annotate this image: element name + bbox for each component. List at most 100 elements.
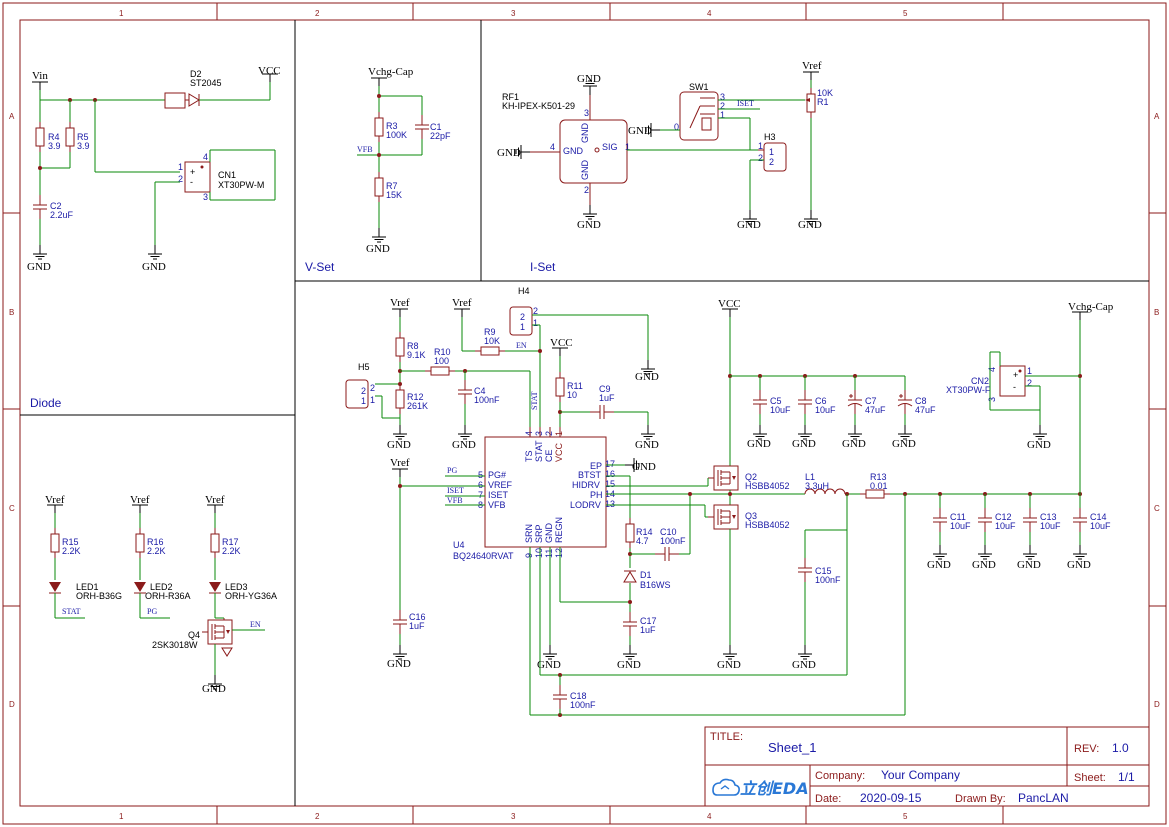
svg-text:5: 5 (478, 470, 483, 480)
section-label-diode: Diode (30, 396, 62, 410)
svg-text:LED3: LED3 (225, 582, 248, 592)
svg-text:12: 12 (554, 548, 564, 558)
svg-text:Q4: Q4 (188, 630, 200, 640)
svg-text:STAT: STAT (62, 607, 81, 616)
svg-text:3.3uH: 3.3uH (805, 481, 829, 491)
svg-text:Vref: Vref (205, 494, 225, 506)
svg-text:2: 2 (1027, 378, 1032, 388)
svg-text:GND: GND (737, 219, 761, 231)
svg-text:GND: GND (892, 438, 916, 450)
svg-text:1: 1 (533, 318, 538, 328)
row-label-a: A (9, 112, 15, 121)
svg-text:Vref: Vref (390, 457, 410, 469)
led1-branch: Vref R15 2.2K STAT LED1 ORH-B36G (45, 494, 122, 619)
svg-text:C1: C1 (430, 122, 442, 132)
svg-text:GND: GND (387, 658, 411, 670)
svg-text:SRP: SRP (534, 524, 544, 543)
svg-text:10uF: 10uF (770, 405, 791, 415)
svg-text:22pF: 22pF (430, 131, 451, 141)
svg-text:10uF: 10uF (995, 521, 1016, 531)
svg-text:Q2: Q2 (745, 472, 757, 482)
row-label-a2: A (1154, 112, 1160, 121)
sheet-value: 1/1 (1118, 770, 1135, 784)
svg-text:3: 3 (203, 192, 208, 202)
led-section: Vref R15 2.2K STAT LED1 ORH-B36G Vref R1… (45, 494, 277, 695)
led3-branch: Vref R17 2.2K LED3 ORH-YG36A EN GND Q4 2… (152, 494, 277, 695)
svg-text:100K: 100K (386, 130, 407, 140)
svg-text:11: 11 (544, 549, 554, 558)
led2-branch: Vref R16 2.2K PG LED2 ORH-R36A (130, 494, 191, 619)
svg-text:STAT: STAT (530, 391, 539, 410)
svg-text:GND: GND (747, 438, 771, 450)
svg-text:U4: U4 (453, 540, 465, 550)
cn1-value: XT30PW-M (218, 180, 264, 190)
svg-text:GND: GND (1027, 439, 1051, 451)
svg-text:C15: C15 (815, 566, 832, 576)
svg-text:L1: L1 (805, 472, 815, 482)
svg-text:C7: C7 (865, 396, 877, 406)
svg-text:2: 2 (758, 153, 763, 163)
border-column-labels: 1 2 3 4 5 1 2 3 4 5 (119, 9, 908, 821)
svg-text:GND: GND (635, 439, 659, 451)
col-label-5: 5 (903, 9, 908, 18)
svg-text:100nF: 100nF (660, 536, 686, 546)
svg-text:CE: CE (544, 449, 554, 462)
svg-text:GND: GND (617, 659, 641, 671)
r4-value: 3.9 (48, 141, 61, 151)
svg-text:C13: C13 (1040, 512, 1057, 522)
svg-text:XT30PW-F: XT30PW-F (946, 385, 991, 395)
svg-text:1uF: 1uF (599, 393, 615, 403)
svg-text:立创EDA: 立创EDA (740, 779, 809, 798)
diode-section: Vin R4 3.9 R5 3.9 C2 2.2uF GND VCC D2 ST… (27, 65, 281, 273)
svg-text:C9: C9 (599, 384, 611, 394)
svg-text:15K: 15K (386, 190, 402, 200)
svg-text:10uF: 10uF (815, 405, 836, 415)
drawn-by-label: Drawn By: (955, 793, 1006, 805)
svg-text:4: 4 (203, 152, 208, 162)
svg-text:Q3: Q3 (745, 511, 757, 521)
svg-text:C18: C18 (570, 691, 587, 701)
svg-text:3: 3 (987, 397, 997, 402)
svg-text:HSBB4052: HSBB4052 (745, 481, 790, 491)
svg-text:6: 6 (478, 480, 483, 490)
svg-text:GND: GND (1067, 559, 1091, 571)
svg-text:17: 17 (605, 459, 615, 469)
svg-text:-: - (1013, 382, 1016, 392)
drawn-by-value: PancLAN (1018, 791, 1069, 805)
svg-text:1: 1 (769, 147, 774, 157)
svg-text:GND: GND (632, 461, 656, 473)
border-column-ticks (3, 3, 1166, 824)
svg-text:C5: C5 (770, 396, 782, 406)
r5-value: 3.9 (77, 141, 90, 151)
svg-text:C11: C11 (950, 512, 966, 522)
svg-text:100nF: 100nF (815, 575, 841, 585)
svg-text:2.2K: 2.2K (147, 546, 166, 556)
svg-text:100nF: 100nF (570, 700, 596, 710)
r5-ref: R5 (77, 132, 89, 142)
svg-text:10K: 10K (484, 336, 500, 346)
col-label-2: 2 (315, 9, 320, 18)
svg-text:PH: PH (590, 490, 603, 500)
title-value: Sheet_1 (768, 740, 816, 755)
svg-text:10uF: 10uF (950, 521, 971, 531)
svg-text:10: 10 (567, 390, 577, 400)
row-label-c: C (9, 504, 15, 513)
cn1-ref: CN1 (218, 170, 236, 180)
svg-text:2: 2 (178, 174, 183, 184)
charger-section: U4 BQ24640RVAT PG# VREF ISET VFB 5 6 7 8… (345, 286, 1114, 717)
svg-text:EP: EP (590, 461, 602, 471)
svg-text:261K: 261K (407, 401, 428, 411)
svg-text:2: 2 (533, 306, 538, 316)
iset-section: RF1 KH-IPEX-K501-29 GND SIG GND GND 3 2 … (497, 60, 833, 231)
svg-text:B16WS: B16WS (640, 580, 671, 590)
svg-text:1: 1 (520, 322, 525, 332)
svg-text:C4: C4 (474, 386, 486, 396)
vin-label: Vin (32, 70, 48, 82)
svg-text:R17: R17 (222, 537, 239, 547)
svg-text:GND: GND (202, 683, 226, 695)
svg-text:PG: PG (147, 607, 157, 616)
svg-text:GND: GND (635, 371, 659, 383)
col-label-4b: 4 (707, 812, 712, 821)
svg-text:GND: GND (580, 123, 590, 144)
svg-text:2: 2 (544, 431, 554, 436)
